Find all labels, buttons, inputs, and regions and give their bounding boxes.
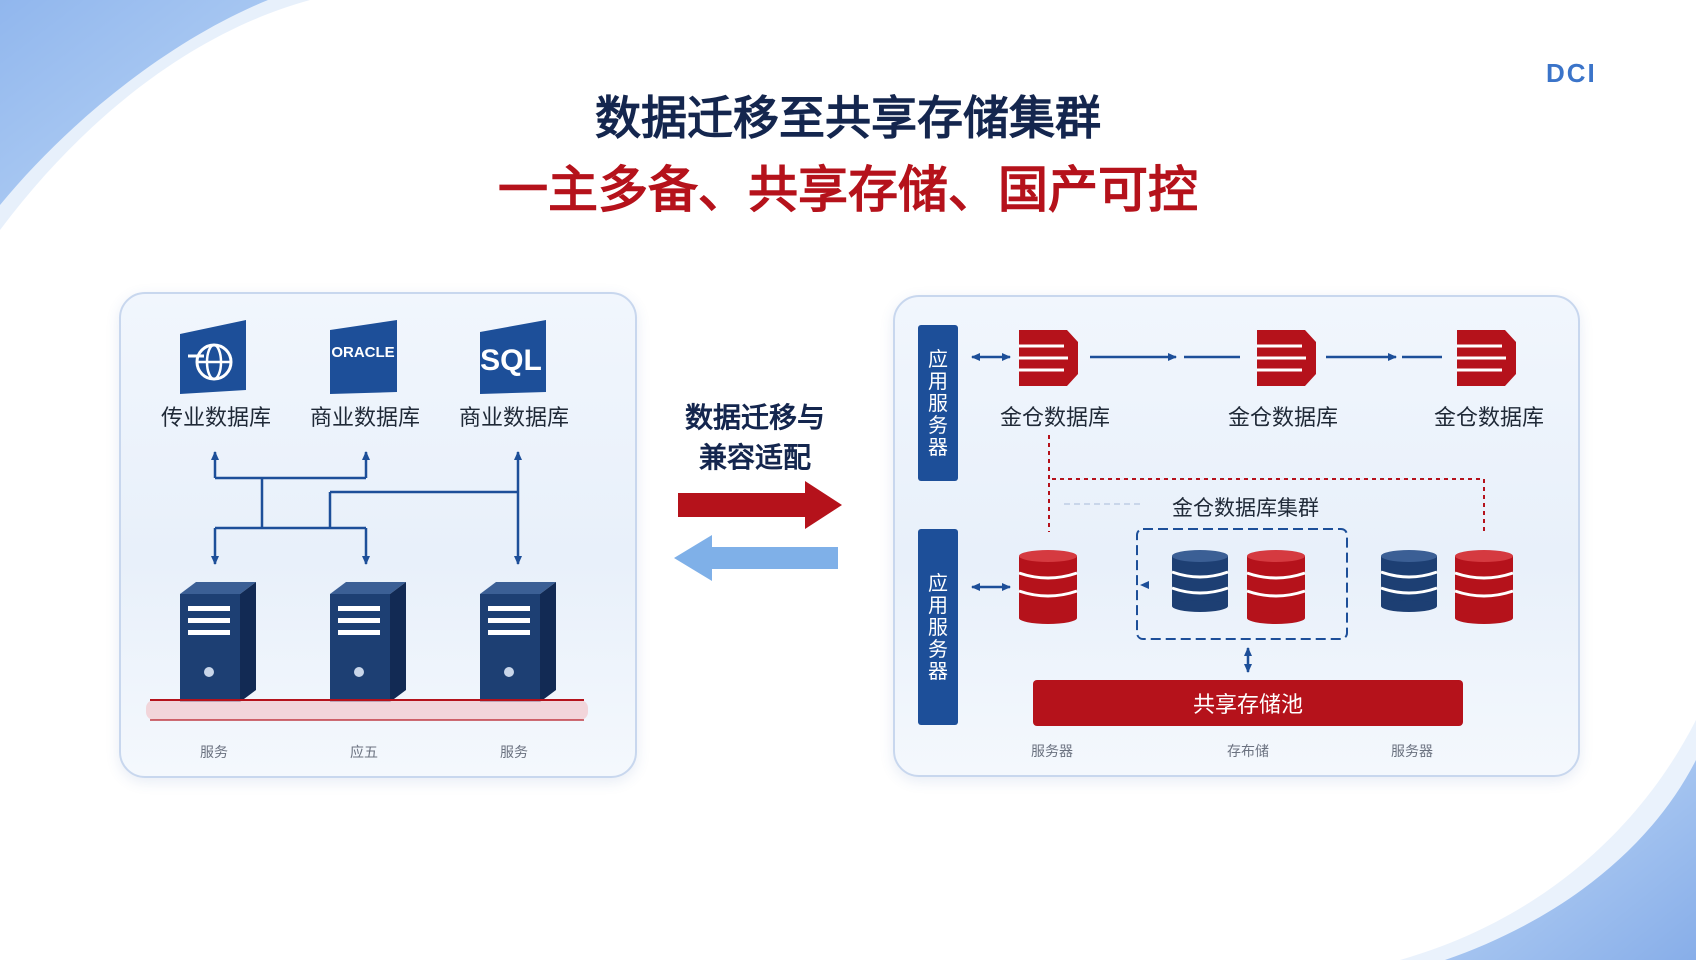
cluster-label: 金仓数据库集群	[1172, 496, 1319, 520]
kingbase-node-label-1: 金仓数据库	[999, 406, 1110, 431]
migration-arrow-forward	[678, 481, 842, 529]
svg-text:SQL: SQL	[480, 344, 542, 377]
database-stack-icon	[1457, 330, 1516, 386]
migration-label-line1: 数据迁移与	[684, 401, 825, 434]
database-cylinder-blue-icon	[1380, 550, 1438, 612]
oracle-logo-icon: ORACLE	[330, 320, 397, 394]
sql-logo-icon: SQL	[480, 320, 546, 394]
globe-database-icon	[180, 320, 246, 394]
cluster-group-box	[1136, 528, 1348, 640]
migration-label: 数据迁移与 兼容适配	[660, 398, 850, 478]
server-caption-1: 服务	[200, 745, 228, 761]
server-tower-icon	[330, 582, 406, 702]
app-server-bottom: 应 用 服 务 器	[918, 529, 958, 725]
db-label-1: 传业数据库	[160, 406, 271, 431]
cluster-caption-1: 服务器	[1031, 744, 1073, 760]
database-cylinder-red-icon	[1018, 550, 1078, 624]
database-cylinder-blue-icon	[1171, 550, 1229, 612]
db-label-3: 商业数据库	[458, 406, 569, 431]
svg-text:ORACLE: ORACLE	[331, 344, 394, 361]
db-label-2: 商业数据库	[309, 406, 420, 431]
kingbase-node-label-2: 金仓数据库	[1227, 406, 1338, 431]
server-caption-2: 应五	[350, 745, 378, 761]
database-cylinder-red-icon	[1454, 550, 1514, 624]
brand-logo: DCI	[1546, 58, 1597, 88]
page-title: 数据迁移至共享存储集群	[595, 91, 1101, 145]
migration-label-line2: 兼容适配	[698, 441, 811, 474]
kingbase-node-label-3: 金仓数据库	[1433, 406, 1544, 431]
cluster-caption-2: 存布储	[1227, 744, 1269, 760]
database-cylinder-red-icon	[1246, 550, 1306, 624]
migration-arrow-back	[674, 535, 838, 581]
server-rack-base	[146, 699, 588, 721]
cluster-caption-3: 服务器	[1391, 744, 1433, 760]
page-subtitle: 一主多备、共享存储、国产可控	[498, 161, 1198, 219]
app-server-top: 应 用 服 务 器	[918, 325, 958, 481]
server-tower-icon	[180, 582, 256, 702]
server-tower-icon	[480, 582, 556, 702]
database-stack-icon	[1257, 330, 1316, 386]
shared-storage-pool: 共享存储池	[1033, 680, 1463, 726]
database-stack-icon	[1019, 330, 1078, 386]
server-caption-3: 服务	[500, 745, 528, 761]
